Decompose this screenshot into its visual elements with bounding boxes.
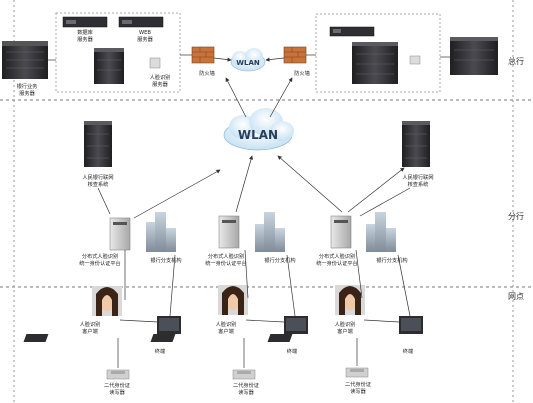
outlet-2-face-photo: [218, 285, 248, 315]
branch-1-buildings: [146, 212, 176, 252]
link-branch-3-pboc-right: [347, 167, 405, 213]
wlan-top-label: WLAN: [236, 59, 260, 67]
bank-business-server: [2, 41, 48, 79]
branch-1-org-label: 银行分支机构: [150, 256, 181, 264]
tier-label-head: 总行: [508, 56, 524, 66]
firewall-left-icon: [191, 46, 215, 64]
branch-3-buildings: [366, 212, 396, 252]
outlet-1-reader-label-1: 二代身份证: [104, 381, 130, 389]
firewall-right-icon: [283, 46, 307, 64]
head-right-switch: [329, 26, 375, 37]
outlet-3-terminal-icon: [267, 316, 423, 342]
branch-3-org-label: 银行分支机构: [376, 256, 407, 264]
database-server-label-2: 服务器: [77, 35, 93, 43]
link-branch-3-pboc-right-2: [359, 187, 411, 217]
firewall-right-label: 防火墙: [294, 69, 310, 77]
head-far-right-server: [450, 37, 498, 75]
link-branch-2-terminal-2: [286, 254, 296, 317]
branch-1-platform-label-2: 统一身份认证平台: [79, 259, 121, 267]
outlet-1-terminal-icon: [23, 316, 181, 342]
link-branch-2-wlan: [235, 155, 254, 213]
branch-2-buildings: [255, 212, 285, 252]
outlet-3-client-label-2: 客户端: [337, 327, 353, 335]
branch-2-tower: [218, 215, 240, 249]
bank-business-server-label-2: 服务器: [19, 89, 35, 97]
wlan-center-cloud-icon: [223, 108, 294, 151]
link-wlan-firewall-right: [269, 77, 293, 118]
branch-3-tower: [330, 215, 352, 249]
outlet-2-id-reader-icon: [232, 369, 256, 380]
outlet-2-terminal-icon: [150, 316, 308, 342]
link-pboc-left-branch-1: [97, 187, 111, 215]
pboc-right-server: [402, 121, 430, 167]
branch-2-org-label: 银行分支机构: [264, 256, 295, 264]
face-recognition-server: [94, 48, 124, 84]
outlet-3-terminal-label: 终端: [403, 347, 413, 355]
outlet-2-reader-label-1: 二代身份证: [233, 381, 259, 389]
outlet-3-face-photo: [335, 285, 365, 315]
pboc-left-label-2: 核查系统: [88, 180, 109, 188]
link-client-terminal-1: [119, 319, 159, 323]
web-server-label-2: 服务器: [137, 35, 153, 43]
wlan-top-cloud-icon: [230, 48, 266, 72]
web-server-label-1: WEB: [139, 30, 151, 36]
outlet-1-id-reader-icon: [106, 369, 130, 380]
outlet-3-reader-label-2: 读写器: [350, 387, 366, 395]
branch-3-platform-label-2: 统一身份认证平台: [316, 259, 358, 267]
outlet-3-reader-label-1: 二代身份证: [345, 380, 371, 388]
outlet-1-client-label-2: 客户端: [82, 327, 98, 335]
outlet-3-client-label-1: 人脸识别: [335, 320, 356, 328]
link-branch-3-outlet-3: [355, 249, 363, 299]
web-server: [118, 16, 164, 28]
pboc-left-label-1: 人民银行联网: [82, 173, 113, 181]
outlet-3-id-reader-icon: [345, 367, 369, 378]
link-branch-3-wlan: [277, 155, 343, 213]
face-server-label-1: 人脸识别: [150, 73, 171, 81]
link-client-terminal-3: [363, 319, 400, 323]
branch-1-platform-label-1: 分布式人脸识别: [82, 252, 118, 260]
link-firewall-wlan-left: [213, 57, 232, 62]
outlet-1-face-photo: [92, 286, 122, 316]
pboc-right-label-2: 核查系统: [408, 180, 429, 188]
outlet-1-client-label-1: 人脸识别: [80, 320, 101, 328]
tier-label-branch: 分行: [508, 211, 524, 221]
bank-business-server-label-1: 银行业务: [17, 82, 38, 90]
outlet-2-client-label-2: 客户端: [218, 327, 234, 335]
link-branch-2-outlet-2: [244, 249, 249, 299]
link-client-terminal-2: [245, 319, 285, 323]
link-branch-3-terminal-3: [397, 254, 411, 317]
head-left-group-box: [55, 12, 181, 93]
wlan-center-label: WLAN: [238, 128, 278, 142]
head-right-small-device: [409, 55, 421, 65]
link-wlan-firewall-left: [225, 77, 247, 118]
face-server-small-box: [149, 57, 161, 69]
database-server-label-1: 数据库: [77, 28, 93, 36]
tier-label-outlet: 网点: [508, 292, 524, 301]
face-server-label-2: 服务器: [152, 80, 168, 88]
pboc-left-server: [84, 121, 112, 167]
link-branch-1-terminal-1: [169, 254, 176, 317]
outlet-2-reader-label-2: 读写器: [238, 388, 254, 396]
outlet-2-terminal-label: 终端: [287, 347, 297, 355]
outlet-2-client-label-1: 人脸识别: [216, 320, 237, 328]
pboc-right-label-1: 人民银行联网: [402, 173, 433, 181]
branch-1-tower: [109, 217, 131, 251]
branch-2-platform-label-1: 分布式人脸识别: [208, 252, 244, 260]
outlet-1-reader-label-2: 读写器: [109, 388, 125, 396]
link-branch-1-wlan: [133, 169, 221, 219]
head-right-group-box: [315, 13, 441, 93]
outlet-1-terminal-label: 终端: [155, 347, 165, 355]
firewall-left-label: 防火墙: [199, 69, 215, 77]
database-server: [62, 16, 108, 28]
branch-2-platform-label-2: 统一身份认证平台: [205, 259, 247, 267]
head-right-rack-server: [352, 42, 398, 84]
link-firewall-wlan-right: [265, 57, 285, 62]
branch-3-platform-label-1: 分布式人脸识别: [319, 252, 355, 260]
